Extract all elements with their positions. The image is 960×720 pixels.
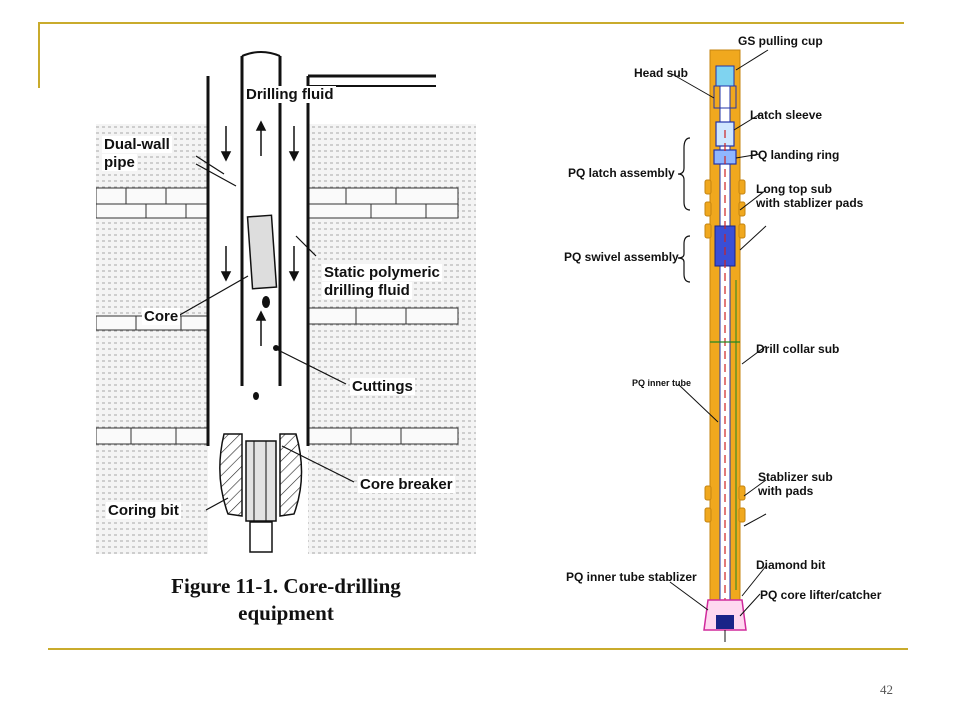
frame-top-line: [38, 22, 904, 24]
label-head-sub: Head sub: [634, 66, 689, 80]
core-drilling-figure: Drilling fluid Dual-wall pipe Static pol…: [95, 46, 476, 636]
frame-left-line: [38, 22, 40, 88]
label-drilling-fluid: Drilling fluid: [244, 86, 336, 103]
label-cuttings: Cuttings: [350, 378, 415, 395]
label-long-top-sub: Long top sub: [756, 182, 832, 196]
label-diamond-bit: Diamond bit: [756, 558, 826, 572]
label-pq-swivel-assembly: PQ swivel assembly: [564, 250, 679, 264]
gs-pulling-cup: [715, 65, 735, 87]
label-gs-pulling-cup: GS pulling cup: [738, 34, 823, 48]
label-core: Core: [142, 308, 181, 325]
latch-brace: [677, 137, 691, 211]
right-leader-lines: [669, 49, 769, 617]
core-drilling-drawing: [95, 51, 476, 554]
label-drilling-fluid-2: drilling fluid: [322, 282, 412, 299]
label-core-breaker: Core breaker: [358, 476, 455, 493]
stabilizer-pads: [704, 179, 746, 523]
leader-lines: [177, 85, 355, 511]
pq-core-barrel-figure: GS pulling cup Head sub Latch sleeve PQ …: [560, 30, 900, 645]
frame-bottom-line: [48, 648, 908, 650]
label-pq-inner-tube-stablizer: PQ inner tube stablizer: [566, 570, 697, 584]
label-with-pads: with pads: [758, 484, 814, 498]
figure-caption-line1: Figure 11-1. Core-drilling: [171, 574, 401, 598]
label-pq-latch-assembly: PQ latch assembly: [568, 166, 675, 180]
dual-wall-pipe: [206, 51, 436, 554]
page-number: 42: [880, 682, 893, 697]
label-latch-sleeve: Latch sleeve: [750, 108, 823, 122]
label-pq-inner-tube: PQ inner tube: [632, 378, 692, 388]
figure-caption-line2: equipment: [238, 601, 334, 625]
label-pq-core-lifter: PQ core lifter/catcher: [760, 588, 882, 602]
label-with-stablizer-pads: with stablizer pads: [756, 196, 864, 210]
label-drill-collar-sub: Drill collar sub: [756, 342, 840, 356]
label-pipe: pipe: [102, 154, 137, 171]
label-static-polymeric: Static polymeric: [322, 264, 442, 281]
label-dual-wall: Dual-wall: [102, 136, 172, 153]
label-stablizer-sub: Stablizer sub: [758, 470, 833, 484]
swivel-brace: [677, 235, 691, 283]
label-coring-bit: Coring bit: [106, 502, 181, 519]
pq-core-barrel-drawing: [669, 49, 769, 642]
label-pq-landing-ring: PQ landing ring: [750, 148, 840, 162]
